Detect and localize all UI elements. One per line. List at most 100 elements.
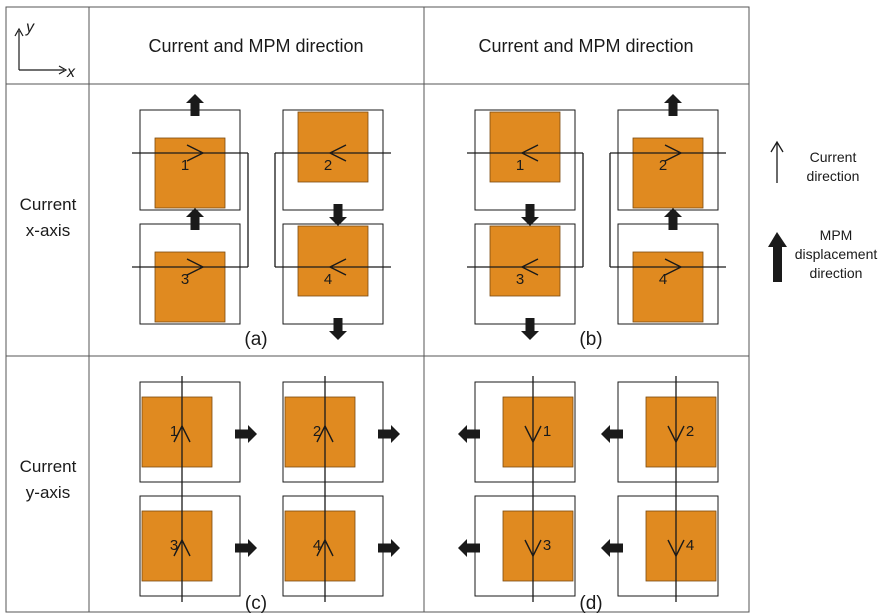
panel-label-b: (b): [579, 329, 602, 350]
magnet-number-3: 3: [516, 271, 524, 288]
magnet-number-1: 1: [181, 157, 189, 174]
current-direction-icon-4: [667, 539, 685, 558]
panel-label-c: (c): [245, 593, 267, 614]
panel-label-d: (d): [579, 593, 602, 614]
mpm-arrow-icon-2: [601, 425, 623, 443]
current-direction-icon-2: [667, 425, 685, 444]
mpm-arrow-icon-3: [186, 208, 204, 230]
mpm-arrow-icon-1-head: [186, 94, 204, 103]
current-direction-icon-3: [173, 538, 191, 557]
magnet-square: [489, 225, 561, 297]
mpm-arrow-icon-2-shaft: [378, 429, 391, 439]
magnet-square: [284, 510, 356, 582]
magnet-4: [282, 223, 384, 325]
mpm-arrow-icon-1-shaft: [467, 429, 480, 439]
current-direction-icon-3: [186, 258, 205, 276]
magnet-square: [154, 137, 226, 209]
mpm-arrow-icon-1-head: [248, 425, 257, 443]
axis-indicator: y x: [14, 19, 76, 81]
magnet-number-2: 2: [659, 157, 667, 174]
magnet-number-2: 2: [686, 423, 694, 440]
mpm-legend-line1: MPM: [820, 227, 853, 243]
row-header-y-line2: y-axis: [26, 483, 70, 502]
mpm-legend-line2: displacement: [795, 246, 878, 262]
mpm-legend-line3: direction: [810, 265, 863, 281]
magnet-square: [489, 111, 561, 183]
current-direction-icon-1: [524, 425, 542, 444]
magnet-3: [474, 223, 576, 325]
mpm-arrow-icon-3-shaft: [467, 543, 480, 553]
row-header-y: Current y-axis: [20, 457, 77, 502]
mpm-arrow-shaft-icon: [773, 246, 782, 282]
current-legend-line1: Current: [810, 149, 857, 165]
current-direction-icon-1: [173, 424, 191, 443]
mpm-arrow-icon-4: [601, 539, 623, 557]
magnet-2: [282, 381, 384, 483]
row-header-x-line1: Current: [20, 195, 77, 214]
magnet-number-1: 1: [516, 157, 524, 174]
mpm-arrow-icon-3: [521, 318, 539, 340]
mpm-arrow-icon-4-shaft: [378, 543, 391, 553]
magnet-4: [617, 495, 719, 597]
mpm-arrow-icon-3-head: [186, 208, 204, 217]
row-header-x: Current x-axis: [20, 195, 77, 240]
current-direction-legend: Current direction: [770, 140, 860, 184]
column-header-right: Current and MPM direction: [478, 36, 693, 56]
magnet-1: [474, 381, 576, 483]
magnet-number-4: 4: [324, 271, 332, 288]
column-header-left: Current and MPM direction: [148, 36, 363, 56]
mpm-arrow-icon-1-head: [458, 425, 467, 443]
magnet-number-1: 1: [170, 423, 178, 440]
mpm-arrow-icon-4-shaft: [610, 543, 623, 553]
magnet-square: [141, 510, 213, 582]
mpm-arrow-icon-2-shaft: [668, 103, 678, 116]
mpm-arrow-icon-2-shaft: [333, 204, 343, 217]
row-header-x-line2: x-axis: [26, 221, 70, 240]
magnet-3: [139, 495, 241, 597]
magnet-square: [632, 251, 704, 323]
magnet-3: [139, 223, 241, 325]
mpm-arrow-icon-4-shaft: [333, 318, 343, 331]
mpm-arrow-icon-3: [235, 539, 257, 557]
mpm-arrow-icon-4-shaft: [668, 217, 678, 230]
mpm-arrow-icon-3-head: [458, 539, 467, 557]
current-direction-icon-4: [664, 258, 683, 276]
magnet-square: [297, 225, 369, 297]
magnet-number-1: 1: [543, 423, 551, 440]
magnet-square: [154, 251, 226, 323]
mpm-arrow-icon-4-head: [329, 331, 347, 340]
current-legend-line2: direction: [807, 168, 860, 184]
mpm-arrow-icon-3: [458, 539, 480, 557]
magnet-1: [139, 109, 241, 211]
magnet-square: [297, 111, 369, 183]
magnet-1: [474, 109, 576, 211]
row-header-y-line1: Current: [20, 457, 77, 476]
magnet-square: [284, 396, 356, 468]
magnet-number-4: 4: [313, 537, 321, 554]
y-axis-label: y: [25, 19, 35, 36]
magnet-2: [617, 381, 719, 483]
legend: Current direction MPM displacement direc…: [768, 140, 878, 282]
mpm-arrow-icon-2: [664, 94, 682, 116]
mpm-arrow-icon-2-head: [601, 425, 610, 443]
mpm-arrow-icon-4: [664, 208, 682, 230]
mpm-arrow-icon-3-shaft: [190, 217, 200, 230]
mpm-arrow-icon-4-head: [601, 539, 610, 557]
mpm-arrow-icon-4-head: [664, 208, 682, 217]
current-direction-icon-1: [520, 144, 539, 162]
mpm-arrow-head-icon: [768, 232, 787, 247]
table-border: [5, 6, 750, 613]
current-direction-icon-3: [524, 539, 542, 558]
magnet-square: [141, 396, 213, 468]
mpm-arrow-icon-3-shaft: [525, 318, 535, 331]
current-direction-icon-2: [664, 144, 683, 162]
x-axis-label: x: [66, 64, 76, 81]
mpm-arrow-icon-1-head: [521, 217, 539, 226]
magnet-number-2: 2: [324, 157, 332, 174]
mpm-arrow-icon-2: [378, 425, 400, 443]
magnet-4: [617, 223, 719, 325]
current-direction-icon-2: [328, 144, 347, 162]
